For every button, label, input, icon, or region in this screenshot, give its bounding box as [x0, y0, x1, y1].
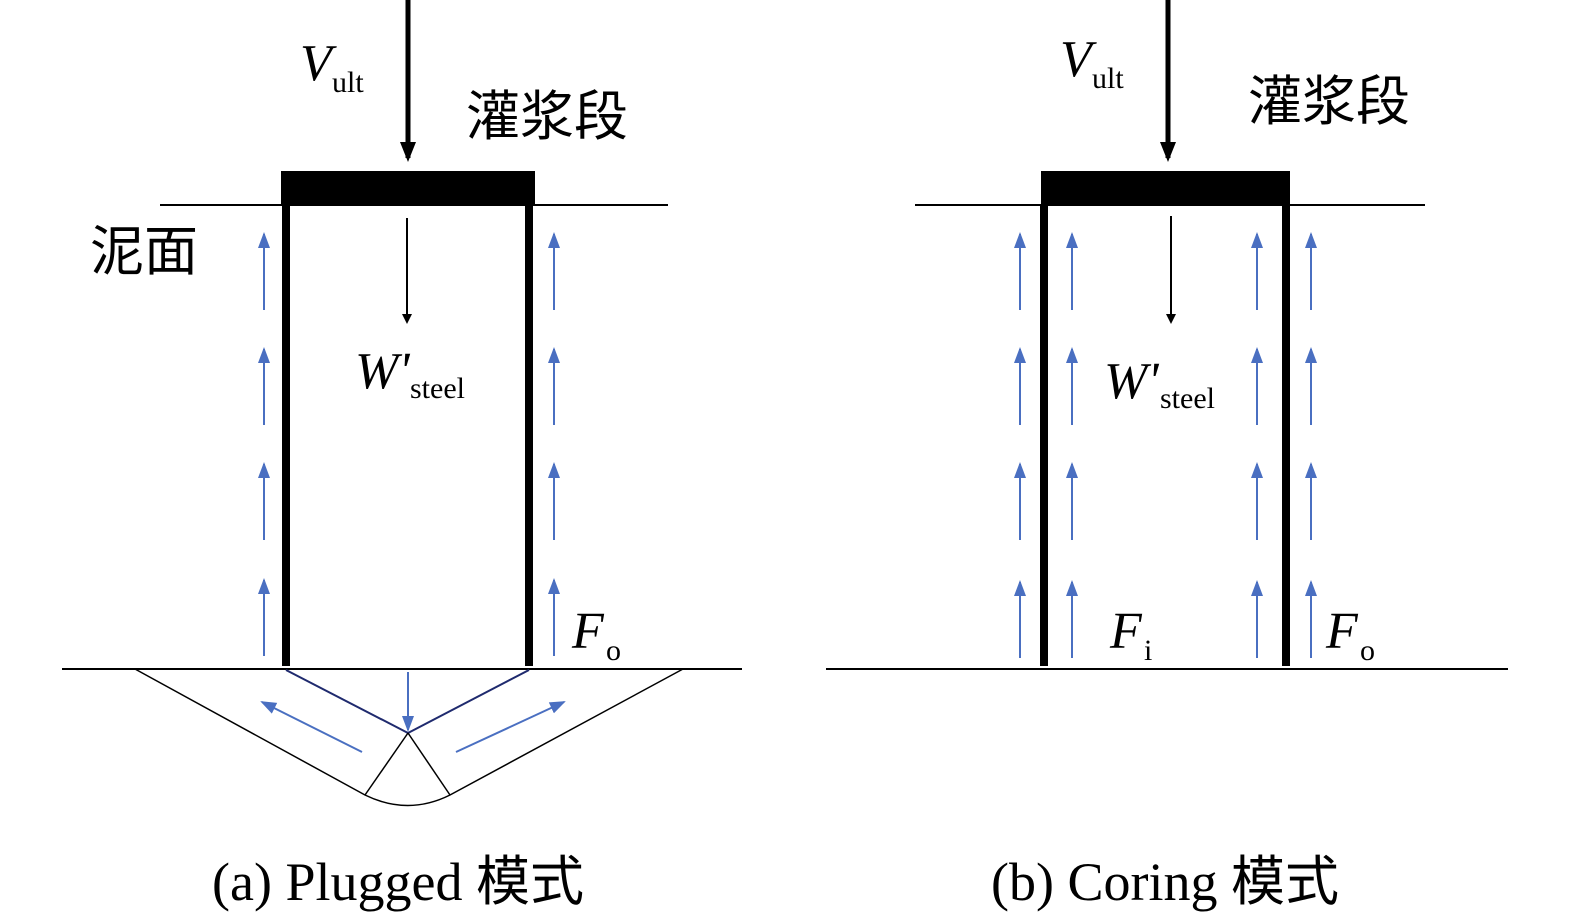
- mudline-label: 泥面: [90, 222, 198, 282]
- soil-flow-arrow-left: [260, 701, 363, 753]
- grout-section-cap: [1041, 171, 1290, 205]
- caption-a: (a) Plugged 模式: [212, 852, 584, 912]
- panel-a-plugged: V ult 灌浆段 泥面 W' steel F o: [62, 0, 742, 912]
- outer-friction-subscript: o: [1360, 634, 1375, 667]
- weight-subscript: steel: [410, 372, 465, 405]
- caption-b: (b) Coring 模式: [991, 852, 1339, 912]
- load-symbol: V: [1060, 31, 1097, 88]
- weight-subscript: steel: [1160, 382, 1215, 415]
- load-subscript: ult: [1092, 62, 1124, 95]
- grout-section-label: 灌浆段: [1248, 72, 1410, 132]
- inner-friction-subscript: i: [1144, 634, 1152, 667]
- outer-friction-subscript: o: [606, 634, 621, 667]
- soil-flow-arrow-right: [455, 701, 566, 753]
- outer-friction-symbol: F: [571, 603, 605, 660]
- load-subscript: ult: [332, 66, 364, 99]
- end-bearing-failure-wedge: [134, 668, 684, 807]
- grout-section-cap: [281, 171, 535, 205]
- weight-symbol: W': [355, 343, 410, 400]
- weight-symbol: W': [1104, 353, 1159, 410]
- load-symbol: V: [300, 35, 337, 92]
- panel-b-coring: V ult 灌浆段 W' steel: [826, 0, 1508, 912]
- inner-friction-symbol: F: [1109, 603, 1143, 660]
- outer-friction-symbol: F: [1325, 603, 1359, 660]
- grout-section-label: 灌浆段: [466, 87, 628, 147]
